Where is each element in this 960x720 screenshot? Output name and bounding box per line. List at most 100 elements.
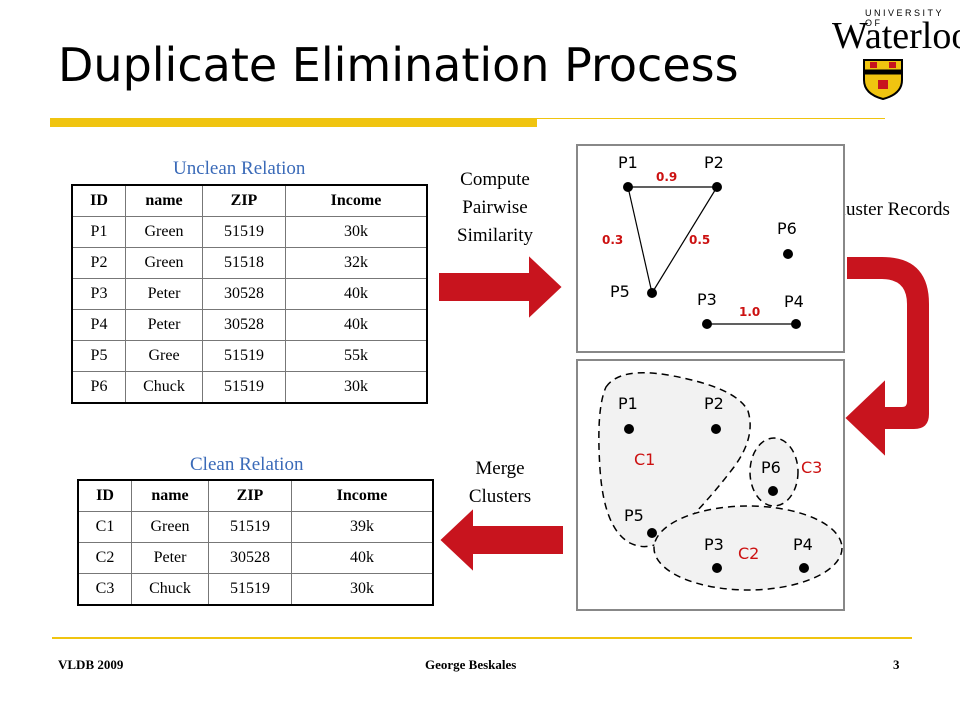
- node-label: P2: [704, 153, 724, 172]
- table-cell: 30528: [202, 278, 286, 310]
- column-header: ID: [77, 479, 132, 512]
- edge-weight-label: 1.0: [739, 305, 760, 319]
- node-label: P3: [704, 535, 724, 554]
- node-p3: [702, 319, 712, 329]
- column-header: ID: [71, 184, 126, 217]
- node-p4: [799, 563, 809, 573]
- footer-conference: VLDB 2009: [58, 657, 124, 672]
- compute-label-line: Pairwise: [462, 197, 528, 218]
- table-cell: 51519: [202, 371, 286, 404]
- node-label: P4: [784, 292, 804, 311]
- table-cell: P4: [71, 309, 126, 341]
- column-header: Income: [285, 184, 428, 217]
- table-cell: 51519: [208, 511, 292, 543]
- merge-clusters-label: Merge Clusters: [450, 455, 550, 511]
- table-cell: C2: [77, 542, 132, 574]
- table-cell: 30528: [202, 309, 286, 341]
- column-header: ZIP: [208, 479, 292, 512]
- compute-label-line: Compute: [460, 169, 530, 190]
- table-cell: P2: [71, 247, 126, 279]
- node-p5: [647, 528, 657, 538]
- table-cell: Peter: [125, 309, 203, 341]
- table-cell: 32k: [285, 247, 428, 279]
- cluster-label: C3: [801, 458, 822, 477]
- node-p6: [783, 249, 793, 259]
- cluster-records-label: Cluster Records: [828, 199, 950, 220]
- table-cell: 40k: [285, 309, 428, 341]
- logo-wordmark: Waterloo: [832, 15, 960, 57]
- compute-label-line: Similarity: [457, 225, 533, 246]
- title-underline-bar: [50, 118, 537, 127]
- table-header-row: ID name ZIP Income: [77, 479, 434, 512]
- clean-relation-caption: Clean Relation: [190, 454, 304, 475]
- node-p2: [711, 424, 721, 434]
- title-underline-line: [537, 118, 885, 119]
- cluster-label: C1: [634, 450, 655, 469]
- table-cell: 55k: [285, 340, 428, 372]
- table-header-row: ID name ZIP Income: [71, 184, 428, 217]
- table-cell: Peter: [131, 542, 209, 574]
- cluster-c2-outline: [653, 505, 843, 591]
- node-p1: [624, 424, 634, 434]
- node-label: P6: [761, 458, 781, 477]
- footer-author: George Beskales: [425, 657, 517, 672]
- table-cell: Gree: [125, 340, 203, 372]
- table-cell: P3: [71, 278, 126, 310]
- footer-divider: [52, 637, 912, 639]
- slide-title: Duplicate Elimination Process: [58, 38, 739, 92]
- table-cell: P6: [71, 371, 126, 404]
- table-cell: 40k: [291, 542, 434, 574]
- table-cell: 40k: [285, 278, 428, 310]
- edge-p2-p5: [651, 186, 718, 294]
- table-cell: P1: [71, 216, 126, 248]
- cluster-label: C2: [738, 544, 759, 563]
- node-p4: [791, 319, 801, 329]
- table-cell: 51519: [202, 340, 286, 372]
- merge-label-line: Merge: [475, 458, 525, 479]
- merge-label-line: Clusters: [468, 486, 532, 507]
- node-label: P5: [610, 282, 630, 301]
- table-cell: Peter: [125, 278, 203, 310]
- cluster-c3-outline: [749, 437, 799, 507]
- table-cell: C1: [77, 511, 132, 543]
- table-cell: C3: [77, 573, 132, 606]
- crest-icon: [863, 59, 903, 100]
- unclean-relation-caption: Unclean Relation: [173, 158, 306, 179]
- table-cell: 30k: [285, 371, 428, 404]
- edge-weight-label: 0.5: [689, 233, 710, 247]
- column-header: Income: [291, 479, 434, 512]
- column-header: ZIP: [202, 184, 286, 217]
- curved-down-arrow-icon: [842, 255, 931, 461]
- edge-p1-p5: [627, 186, 653, 294]
- footer-page-number: 3: [893, 657, 900, 672]
- node-label: P2: [704, 394, 724, 413]
- node-label: P6: [777, 219, 797, 238]
- edge-weight-label: 0.9: [656, 170, 677, 184]
- node-p3: [712, 563, 722, 573]
- table-cell: 30528: [208, 542, 292, 574]
- cluster-diagram: P1 P2 P3 P4 P5 P6 C1 C2 C3: [598, 372, 843, 591]
- logo-university-of: UNIVERSITY OF: [865, 8, 944, 28]
- node-label: P4: [793, 535, 813, 554]
- table-cell: Green: [125, 247, 203, 279]
- table-cell: 51518: [202, 247, 286, 279]
- table-cell: Chuck: [131, 573, 209, 606]
- table-cell: Green: [131, 511, 209, 543]
- node-label: P3: [697, 290, 717, 309]
- right-arrow-icon: [437, 252, 565, 322]
- compute-similarity-label: Compute Pairwise Similarity: [440, 166, 550, 250]
- column-header: name: [125, 184, 203, 217]
- table-cell: P5: [71, 340, 126, 372]
- similarity-graph-panel: [576, 144, 845, 353]
- table-cell: 30k: [291, 573, 434, 606]
